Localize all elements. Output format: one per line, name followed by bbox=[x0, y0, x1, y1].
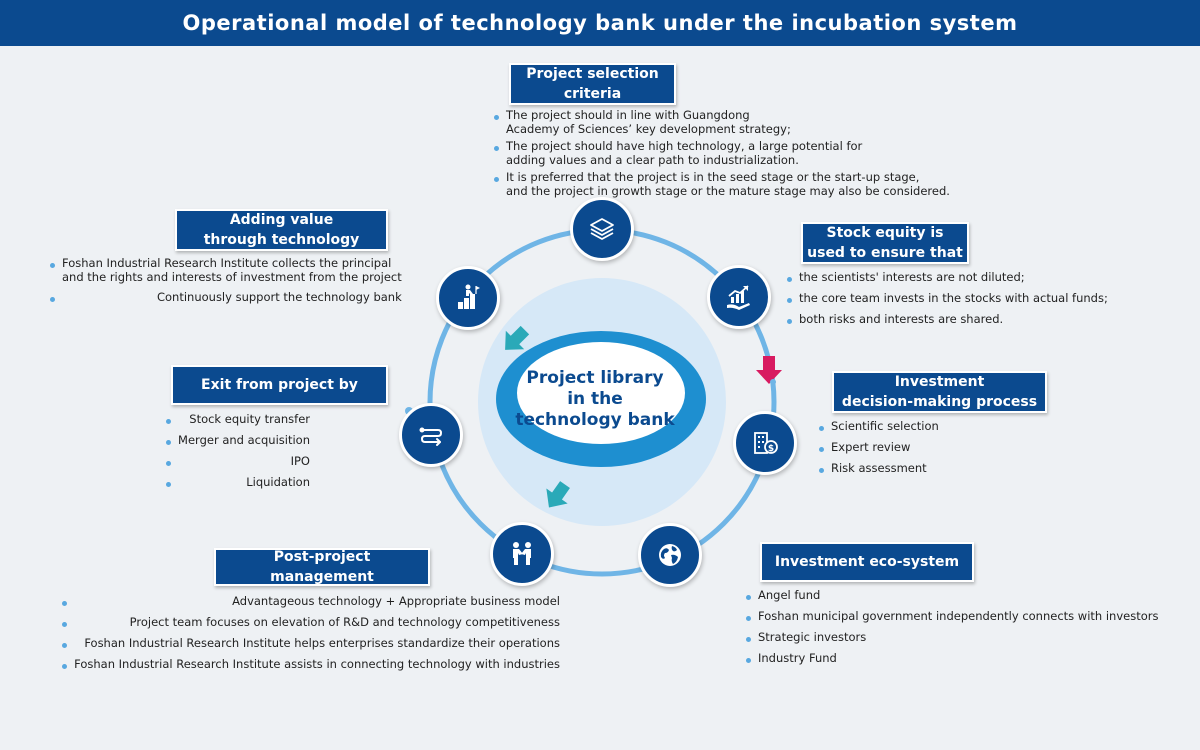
stock-equity-list: the scientists' interests are not dilute… bbox=[787, 270, 1108, 326]
list-item: The project should have high technology,… bbox=[494, 139, 950, 167]
list-item: Merger and acquisition bbox=[166, 433, 310, 447]
center-label: Project library in the technology bank bbox=[515, 368, 675, 430]
stock-equity-label: Stock equity is used to ensure that bbox=[801, 222, 969, 264]
center-ring-inner bbox=[517, 342, 685, 444]
list-item: the scientists' interests are not dilute… bbox=[787, 270, 1108, 284]
list-item: Angel fund bbox=[745, 588, 1158, 602]
list-item: Scientific selection bbox=[819, 419, 939, 433]
list-item: Expert review bbox=[819, 440, 939, 454]
exit-list: Stock equity transfer Merger and acquisi… bbox=[166, 412, 310, 489]
page-title: Operational model of technology bank und… bbox=[0, 0, 1200, 46]
finance-building-icon: $ bbox=[733, 411, 797, 475]
decision-process-label: Investment decision-making process bbox=[832, 371, 1047, 413]
eco-system-list: Angel fund Foshan municipal government i… bbox=[745, 588, 1159, 665]
globe-icon bbox=[638, 523, 702, 587]
list-item: IPO bbox=[166, 454, 310, 468]
list-item: Stock equity transfer bbox=[166, 412, 310, 426]
growth-chart-icon bbox=[707, 265, 771, 329]
list-item: The project should in line with Guangdon… bbox=[494, 108, 950, 136]
list-item: It is preferred that the project is in t… bbox=[494, 170, 950, 198]
list-item: Foshan Industrial Research Institute hel… bbox=[62, 636, 560, 650]
inflow-arrow bbox=[505, 325, 530, 350]
adding-value-list: Foshan Industrial Research Institute col… bbox=[50, 256, 402, 304]
list-item: Risk assessment bbox=[819, 461, 939, 475]
selection-criteria-label: Project selection criteria bbox=[509, 63, 676, 105]
post-project-label: Post-project management bbox=[214, 548, 430, 586]
adding-value-label: Adding value through technology bbox=[175, 209, 388, 251]
list-item: Foshan Industrial Research Institute ass… bbox=[62, 657, 560, 671]
list-item: Project team focuses on elevation of R&D… bbox=[62, 615, 560, 629]
list-item: Strategic investors bbox=[745, 630, 1158, 644]
list-item: both risks and interests are shared. bbox=[787, 312, 1108, 326]
list-item: Liquidation bbox=[166, 475, 310, 489]
direction-arrow bbox=[756, 356, 782, 384]
list-item: Continuously support the technology bank bbox=[50, 290, 402, 304]
climbing-person-icon bbox=[436, 266, 500, 330]
outflow-arrow bbox=[546, 481, 570, 508]
list-item: Industry Fund bbox=[745, 651, 1158, 665]
list-item: Advantageous technology + Appropriate bu… bbox=[62, 594, 560, 608]
list-item: Foshan municipal government independentl… bbox=[745, 609, 1159, 623]
exit-label: Exit from project by bbox=[171, 365, 388, 405]
svg-text:$: $ bbox=[768, 444, 774, 454]
list-item: the core team invests in the stocks with… bbox=[787, 291, 1108, 305]
post-project-list: Advantageous technology + Appropriate bu… bbox=[62, 594, 560, 671]
list-item: Foshan Industrial Research Institute col… bbox=[50, 256, 402, 284]
decision-process-list: Scientific selection Expert review Risk … bbox=[819, 419, 939, 475]
layers-icon bbox=[570, 197, 634, 261]
selection-criteria-list: The project should in line with Guangdon… bbox=[494, 108, 950, 198]
eco-system-label: Investment eco-system bbox=[760, 542, 974, 582]
handshake-icon bbox=[490, 522, 554, 586]
exchange-arrows-icon bbox=[399, 403, 463, 467]
